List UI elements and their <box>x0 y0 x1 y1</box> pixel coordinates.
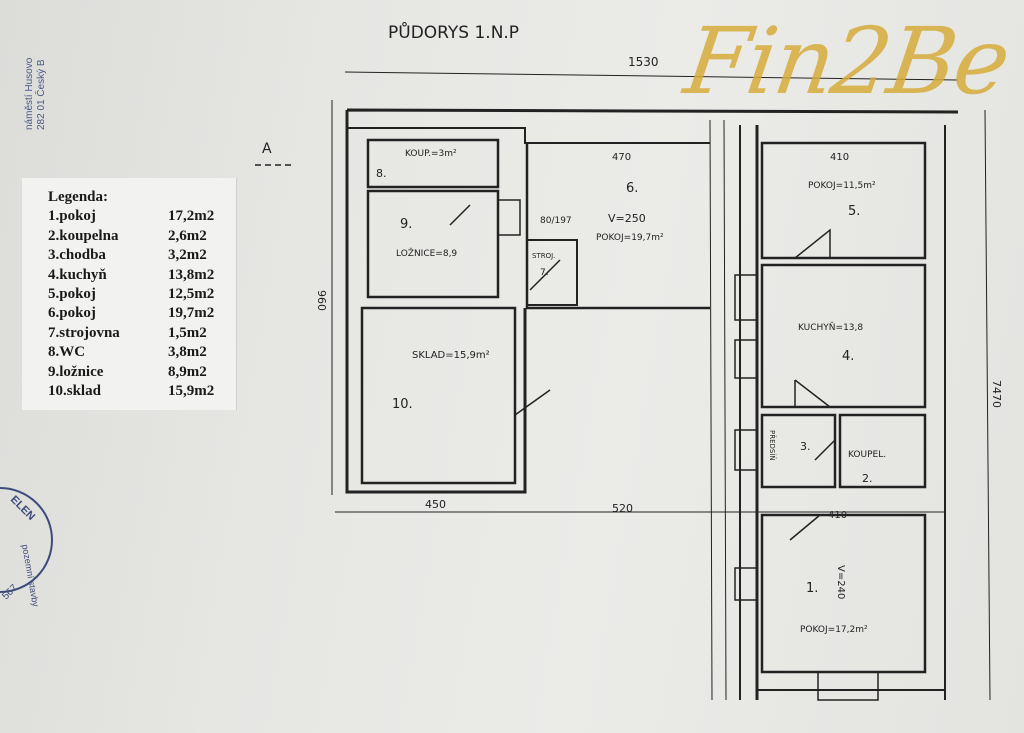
dimension-line-right <box>984 109 991 701</box>
svg-text:náměstí Husovo: náměstí Husovo <box>24 57 35 130</box>
room-5-label: POKOJ=11,5m² <box>808 181 876 191</box>
outer-wall <box>345 108 959 494</box>
room-7-number: 7. <box>540 268 549 278</box>
room-9-number: 9. <box>400 217 412 232</box>
dimension-line-top <box>344 71 959 81</box>
room-2-label: KOUPEL. <box>848 450 886 460</box>
room-4-kuchyn <box>760 263 927 409</box>
dim-total-width: 1530 <box>628 55 659 69</box>
dim-bottom-left: 450 <box>425 498 446 511</box>
legend-heading: Legenda: <box>48 189 108 205</box>
room-3-label: PŘEDSÍŇ <box>768 430 777 461</box>
room-2-koupelna <box>838 413 927 489</box>
dim-left-height: 960 <box>315 290 328 311</box>
room-6-label: POKOJ=19,7m² <box>596 233 664 243</box>
room-5-pokoj <box>760 141 927 260</box>
plan-title: PŮDORYS 1.N.P <box>388 21 519 43</box>
room-3-chodba <box>760 413 837 489</box>
legend-card <box>22 178 237 410</box>
room-1-height: V=240 <box>835 565 846 599</box>
room-4-number: 4. <box>842 349 854 364</box>
room-2-number: 2. <box>862 472 873 485</box>
room-1-label: POKOJ=17,2m² <box>800 625 868 635</box>
room-6-number: 6. <box>626 181 638 196</box>
dim-bottom-mid: 520 <box>612 502 633 515</box>
room-1-number: 1. <box>806 581 818 596</box>
room-9-loznice <box>366 189 500 299</box>
dim-right-height: 7470 <box>990 380 1003 408</box>
room-10-label: SKLAD=15,9m² <box>412 350 490 361</box>
room-7-label: STROJ. <box>532 252 555 260</box>
room-8-label: KOUP.=3m² <box>405 149 457 159</box>
room-8-number: 8. <box>376 167 387 180</box>
room-5-number: 5. <box>848 204 860 219</box>
door-label: 80/197 <box>540 216 572 226</box>
room-3-number: 3. <box>800 440 811 453</box>
fin2be-logo: Fin2Be <box>678 8 1015 115</box>
room-4-label: KUCHYŇ=13,8 <box>798 322 863 333</box>
address-stamp: náměstí Husovo 282 01 Český B <box>24 57 47 130</box>
room-6-height: V=250 <box>608 212 646 225</box>
dim-top-room6: 470 <box>612 152 631 163</box>
room-9-label: LOŽNICE=8,9 <box>396 247 457 259</box>
room-8-wc <box>366 138 500 189</box>
company-stamp: ELEN pozemní stavby 567 <box>0 487 53 608</box>
room-10-sklad <box>360 306 517 485</box>
room-6-pokoj <box>525 143 710 310</box>
svg-text:567: 567 <box>0 582 20 602</box>
room-7-strojovna <box>526 239 578 306</box>
svg-text:ELEN: ELEN <box>8 494 37 523</box>
room-10-number: 10. <box>392 397 413 412</box>
dim-room1-width: 410 <box>828 510 847 521</box>
svg-text:282 01 Český B: 282 01 Český B <box>34 59 47 130</box>
section-mark: A <box>262 141 272 157</box>
dim-top-room5: 410 <box>830 152 849 163</box>
